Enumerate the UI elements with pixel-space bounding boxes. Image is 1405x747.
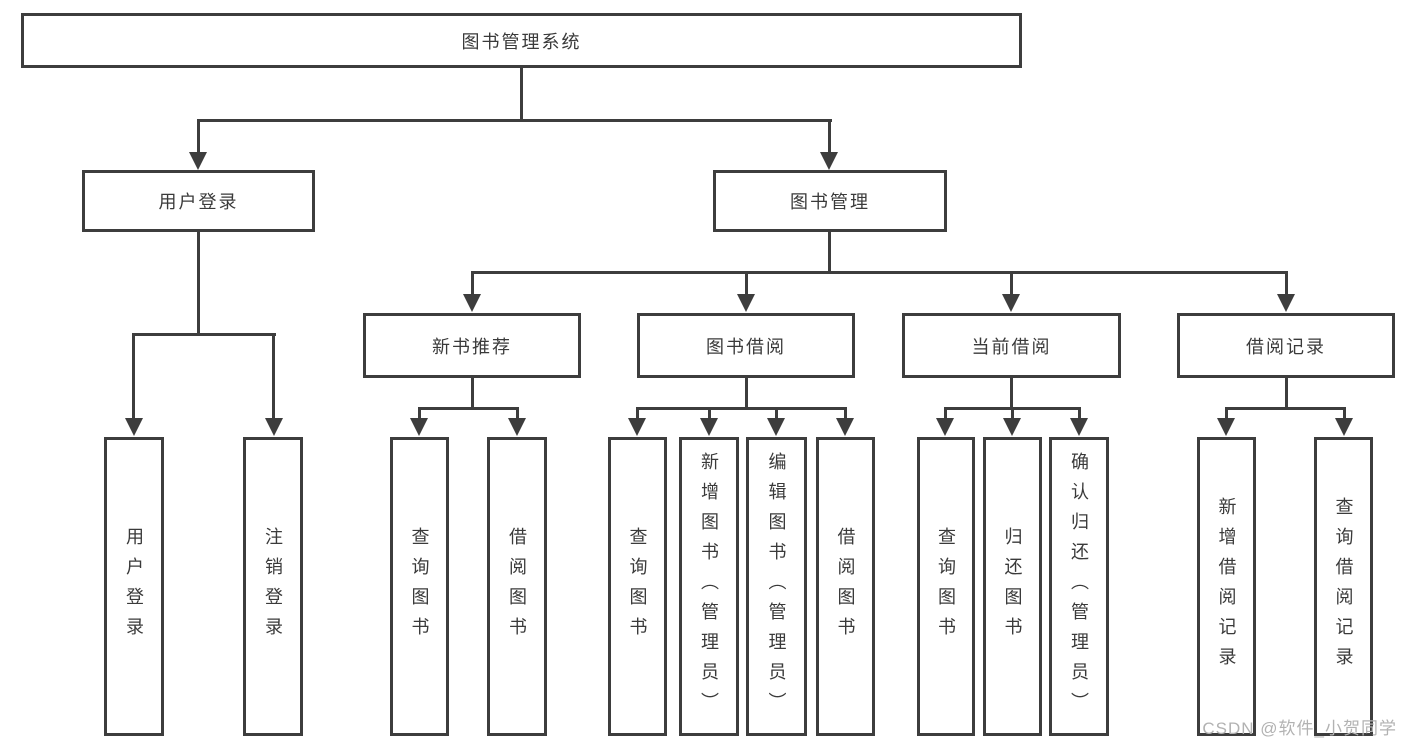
leaf-label: 用户登录 — [124, 526, 144, 647]
connector-hline — [197, 119, 832, 122]
arrow-down-icon — [1003, 418, 1021, 436]
leaf-borrow-books: 借阅图书 — [487, 437, 547, 736]
arrow-down-icon — [463, 294, 481, 312]
arrow-down-icon — [836, 418, 854, 436]
connector-hline — [636, 407, 847, 410]
arrow-down-icon — [1002, 294, 1020, 312]
leaf-add-book-admin: 新增图书（管理员） — [679, 437, 739, 736]
node-new-book-recommendation: 新书推荐 — [363, 313, 581, 378]
node-library-management-system: 图书管理系统 — [21, 13, 1022, 68]
node-book-borrowing: 图书借阅 — [637, 313, 855, 378]
leaf-borrow-books: 借阅图书 — [816, 437, 875, 736]
connector-vline — [1285, 378, 1288, 409]
node-label: 图书管理 — [790, 192, 870, 212]
connector-hline — [1225, 407, 1346, 410]
csdn-watermark: CSDN @软件_小贺同学 — [1202, 719, 1397, 738]
leaf-label: 查询图书 — [409, 526, 430, 647]
leaf-label: 新增图书（管理员） — [699, 451, 719, 722]
node-book-management: 图书管理 — [713, 170, 947, 232]
arrow-down-icon — [1335, 418, 1353, 436]
node-label: 借阅记录 — [1246, 336, 1326, 357]
leaf-label: 新增借阅记录 — [1216, 496, 1237, 677]
leaf-logout: 注销登录 — [243, 437, 303, 736]
connector-vline — [1225, 407, 1228, 420]
node-label: 图书管理系统 — [461, 31, 582, 52]
connector-vline — [197, 232, 200, 335]
arrow-down-icon — [265, 418, 283, 436]
arrow-down-icon — [700, 418, 718, 436]
node-label: 用户登录 — [158, 192, 239, 212]
connector-vline — [944, 407, 947, 420]
leaf-label: 借阅图书 — [507, 526, 527, 647]
connector-vline — [828, 119, 831, 155]
node-borrowing-records: 借阅记录 — [1177, 313, 1395, 378]
leaf-confirm-return-admin: 确认归还（管理员） — [1049, 437, 1109, 736]
leaf-label: 查询图书 — [627, 526, 648, 647]
connector-vline — [1078, 407, 1081, 420]
leaf-label: 注销登录 — [263, 526, 283, 647]
arrow-down-icon — [189, 152, 207, 170]
arrow-down-icon — [1277, 294, 1295, 312]
arrow-down-icon — [1217, 418, 1235, 436]
connector-vline — [1343, 407, 1346, 420]
connector-vline — [516, 407, 519, 420]
arrow-down-icon — [410, 418, 428, 436]
connector-vline — [1010, 271, 1013, 297]
connector-vline — [1285, 271, 1288, 297]
leaf-label: 查询图书 — [936, 526, 956, 647]
connector-vline — [272, 333, 275, 418]
node-label: 图书借阅 — [706, 336, 786, 357]
leaf-add-borrow-record: 新增借阅记录 — [1197, 437, 1256, 736]
connector-hline — [133, 333, 276, 336]
arrow-down-icon — [508, 418, 526, 436]
leaf-query-books: 查询图书 — [917, 437, 975, 736]
leaf-label: 查询借阅记录 — [1333, 496, 1354, 677]
connector-vline — [418, 407, 421, 420]
connector-vline — [1010, 378, 1013, 409]
leaf-label: 确认归还（管理员） — [1069, 451, 1089, 722]
connector-vline — [520, 68, 523, 120]
connector-vline — [745, 378, 748, 409]
arrow-down-icon — [125, 418, 143, 436]
connector-vline — [1011, 407, 1014, 420]
node-label: 新书推荐 — [432, 336, 512, 357]
leaf-edit-book-admin: 编辑图书（管理员） — [746, 437, 807, 736]
connector-vline — [775, 407, 778, 420]
connector-vline — [708, 407, 711, 420]
leaf-query-borrow-record: 查询借阅记录 — [1314, 437, 1373, 736]
connector-vline — [636, 407, 639, 420]
connector-hline — [418, 407, 519, 410]
leaf-label: 归还图书 — [1002, 526, 1023, 647]
arrow-down-icon — [820, 152, 838, 170]
arrow-down-icon — [737, 294, 755, 312]
connector-vline — [197, 119, 200, 155]
connector-vline — [844, 407, 847, 420]
leaf-query-books: 查询图书 — [390, 437, 449, 736]
connector-vline — [745, 271, 748, 297]
leaf-return-books: 归还图书 — [983, 437, 1042, 736]
arrow-down-icon — [936, 418, 954, 436]
connector-vline — [471, 271, 474, 297]
leaf-user-login: 用户登录 — [104, 437, 164, 736]
connector-vline — [471, 378, 474, 409]
connector-vline — [132, 333, 135, 418]
connector-vline — [828, 232, 831, 273]
arrow-down-icon — [767, 418, 785, 436]
arrow-down-icon — [1070, 418, 1088, 436]
node-label: 当前借阅 — [971, 336, 1052, 357]
connector-hline — [471, 271, 1287, 274]
arrow-down-icon — [628, 418, 646, 436]
leaf-query-books: 查询图书 — [608, 437, 667, 736]
leaf-label: 借阅图书 — [835, 526, 856, 647]
node-user-login: 用户登录 — [82, 170, 315, 232]
node-current-borrowing: 当前借阅 — [902, 313, 1121, 378]
leaf-label: 编辑图书（管理员） — [766, 451, 787, 722]
